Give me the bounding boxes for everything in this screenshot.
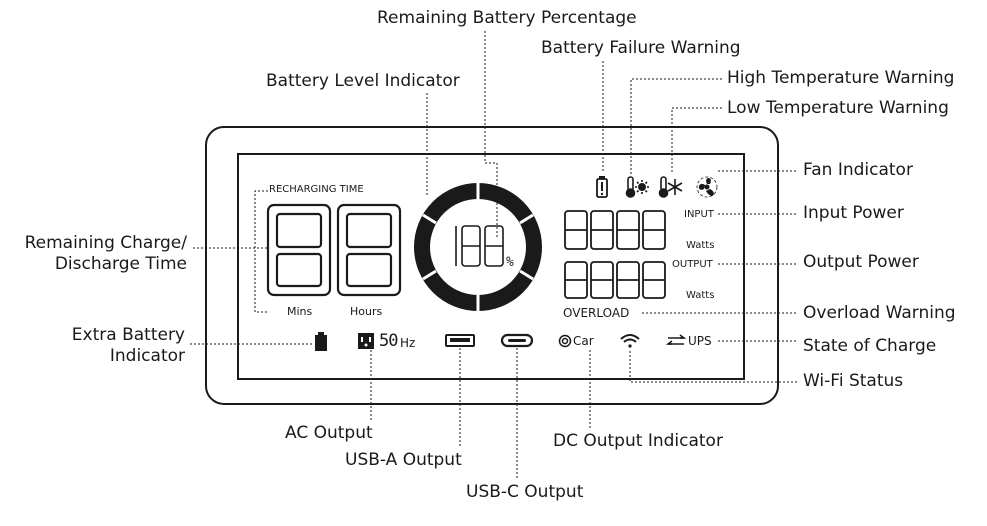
percent-digits bbox=[455, 225, 504, 267]
extra-battery-icon bbox=[315, 332, 327, 351]
label-extra-battery-line2: Indicator bbox=[109, 346, 185, 366]
recharging-bracket bbox=[254, 190, 268, 313]
frequency-digits: 50 bbox=[379, 331, 399, 351]
usb-c-icon bbox=[500, 333, 534, 348]
watts-input-label: Watts bbox=[686, 240, 715, 251]
label-wifi-status: Wi-Fi Status bbox=[803, 371, 904, 391]
dc-car-icon bbox=[558, 334, 572, 348]
output-label: OUTPUT bbox=[672, 259, 713, 270]
battery-level-ring bbox=[414, 183, 542, 311]
label-input-power: Input Power bbox=[803, 203, 904, 223]
label-extra-battery-line1: Extra Battery bbox=[71, 325, 185, 345]
label-remaining-battery-percentage: Remaining Battery Percentage bbox=[377, 8, 637, 28]
car-label: Car bbox=[573, 334, 594, 348]
label-dc-output-indicator: DC Output Indicator bbox=[553, 431, 723, 451]
time-digits bbox=[266, 203, 402, 297]
leader-lines bbox=[190, 31, 798, 478]
label-output-power: Output Power bbox=[803, 252, 919, 272]
battery-failure-icon bbox=[596, 176, 608, 198]
label-battery-failure-warning: Battery Failure Warning bbox=[541, 38, 741, 58]
ac-outlet-icon bbox=[358, 333, 374, 349]
input-label: INPUT bbox=[684, 209, 714, 220]
label-ac-output: AC Output bbox=[285, 423, 373, 443]
device-frame bbox=[205, 126, 779, 405]
label-low-temperature-warning: Low Temperature Warning bbox=[727, 98, 949, 118]
watts-output-label: Watts bbox=[686, 290, 715, 301]
frequency-unit: Hz bbox=[400, 336, 416, 350]
hours-label: Hours bbox=[350, 305, 383, 318]
percent-sign: % bbox=[506, 255, 514, 270]
label-battery-level-indicator: Battery Level Indicator bbox=[266, 71, 460, 91]
ups-label: UPS bbox=[688, 334, 712, 348]
label-high-temperature-warning: High Temperature Warning bbox=[727, 68, 955, 88]
lcd-screen bbox=[237, 153, 745, 380]
recharging-time-label: RECHARGING TIME bbox=[269, 184, 364, 195]
ups-arrows-icon bbox=[665, 334, 687, 345]
label-remaining-time-line2: Discharge Time bbox=[54, 254, 187, 274]
output-watts-digits bbox=[564, 261, 666, 299]
label-usb-a-output: USB-A Output bbox=[345, 450, 462, 470]
label-state-of-charge: State of Charge bbox=[803, 336, 937, 356]
wifi-icon bbox=[620, 334, 640, 348]
input-watts-digits bbox=[564, 210, 666, 250]
high-temp-icon bbox=[625, 176, 649, 198]
label-overload-warning: Overload Warning bbox=[803, 303, 956, 323]
low-temp-icon bbox=[658, 176, 683, 198]
label-usb-c-output: USB-C Output bbox=[466, 482, 584, 502]
label-fan-indicator: Fan Indicator bbox=[803, 160, 913, 180]
usb-a-icon bbox=[445, 334, 475, 347]
label-remaining-time-line1: Remaining Charge/ bbox=[24, 233, 187, 253]
fan-icon bbox=[696, 176, 718, 198]
mins-label: Mins bbox=[287, 305, 313, 318]
overload-label: OVERLOAD bbox=[563, 306, 630, 320]
